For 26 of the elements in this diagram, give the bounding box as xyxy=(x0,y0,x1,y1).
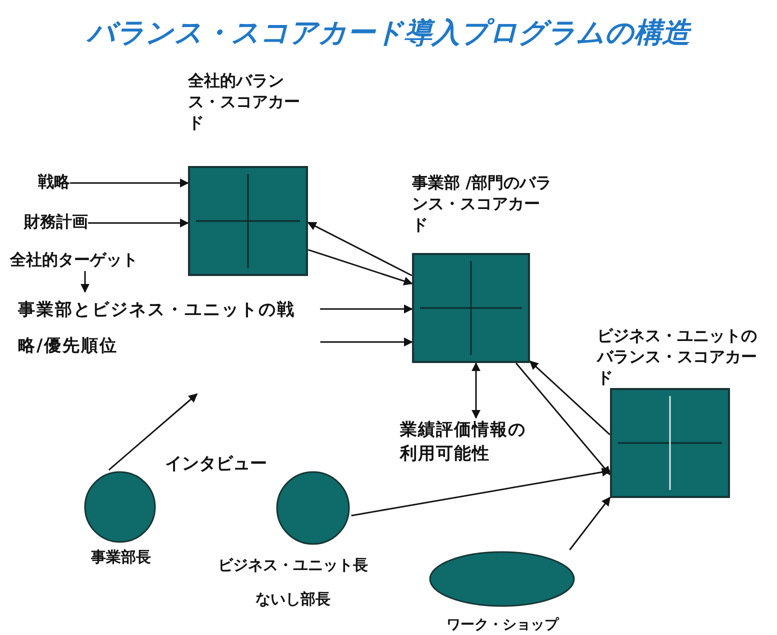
arrow xyxy=(351,468,611,516)
shape-caption: ビジネス・ユニット長ないし部長 xyxy=(217,555,369,610)
input-label: 事業部とビジネス・ユニットの戦略/優先順位 xyxy=(18,292,320,364)
arrow xyxy=(515,362,611,476)
arrow xyxy=(320,338,413,346)
interview-label: インタビュー xyxy=(165,453,267,475)
arrow xyxy=(472,362,480,419)
arrow xyxy=(80,271,90,293)
arrow xyxy=(569,496,611,550)
card-title: 事業部 /部門のバランス・スコアカード xyxy=(412,172,552,235)
arrow xyxy=(88,218,189,228)
diagram-title: バランス・スコアカード導入プログラムの構造 xyxy=(86,15,692,51)
arrow xyxy=(70,178,189,188)
input-label: 戦略 xyxy=(38,172,70,193)
arrow xyxy=(308,249,413,286)
shape-caption: ワーク・ショップ xyxy=(446,616,560,634)
arrow xyxy=(320,304,413,314)
shape-caption: 事業部長 xyxy=(90,548,152,567)
card-title: ビジネス・ユニットのバランス・スコアカード xyxy=(597,325,758,388)
card-title: 全社的バランス・スコアカード xyxy=(188,70,301,133)
input-label: 業績評価情報の利用可能性 xyxy=(400,418,530,466)
arrow xyxy=(307,222,412,276)
arrow xyxy=(529,360,610,436)
arrow xyxy=(108,393,198,470)
input-label: 全社的ターゲット xyxy=(10,250,138,271)
input-label: 財務計画 xyxy=(24,212,88,233)
